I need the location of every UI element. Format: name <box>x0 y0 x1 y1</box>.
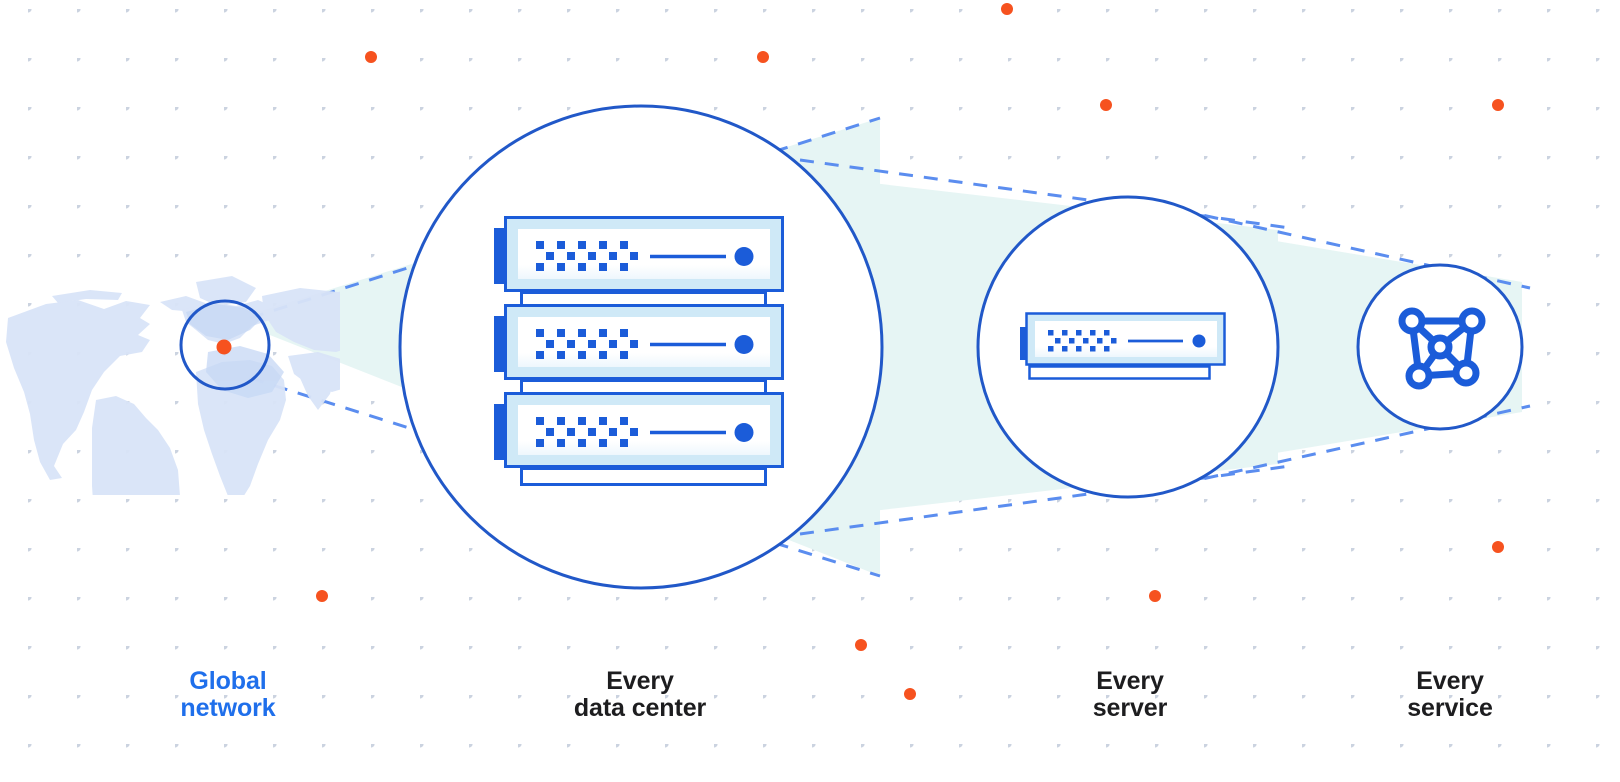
global-network-circle <box>179 299 271 391</box>
accent-dot <box>1492 541 1504 553</box>
graph-node <box>1452 359 1480 387</box>
server-unit <box>494 392 784 468</box>
single-server-icon <box>1020 312 1226 380</box>
rack-base <box>1028 365 1211 380</box>
graph-node <box>1458 307 1486 335</box>
accent-dots-group <box>316 3 1504 700</box>
server-led-matrix <box>1048 330 1117 352</box>
accent-dot <box>1001 3 1013 15</box>
accent-dot <box>904 688 916 700</box>
accent-dot <box>1100 99 1112 111</box>
server-led-matrix <box>536 329 638 359</box>
label-every-server-line2: server <box>1092 694 1168 722</box>
graph-node <box>1427 334 1453 360</box>
server-led-matrix <box>536 241 638 271</box>
server-status-dot <box>734 247 754 266</box>
label-every-service-line1: Every <box>1416 667 1484 695</box>
accent-dot <box>855 639 867 651</box>
server-status-dot <box>734 335 754 354</box>
cone-edge <box>1179 208 1531 290</box>
world-map-icon <box>6 276 340 495</box>
server-status-dot <box>1192 334 1206 348</box>
accent-dot <box>1492 99 1504 111</box>
label-every-service-line2: service <box>1407 694 1493 722</box>
accent-dot <box>316 590 328 602</box>
accent-dot <box>1149 590 1161 602</box>
datacenter-location-pin <box>216 339 232 355</box>
server-led-matrix <box>536 417 638 447</box>
accent-dot <box>365 51 377 63</box>
rack-base <box>520 467 767 486</box>
network-graph-icon <box>1398 307 1486 390</box>
server-status-dot <box>734 423 754 442</box>
label-global-network-line1: Global <box>189 667 267 695</box>
server-unit <box>494 216 784 292</box>
label-every-server-line1: Every <box>1096 667 1164 695</box>
graph-node <box>1405 362 1433 390</box>
cone-edge <box>1179 404 1531 486</box>
label-every-data-center-line2: data center <box>573 694 707 722</box>
label-every-data-center-line1: Every <box>606 667 674 695</box>
graph-node <box>1398 307 1426 335</box>
label-global-network-line2: network <box>180 694 276 722</box>
server-rack-icon <box>494 216 784 486</box>
accent-dot <box>757 51 769 63</box>
server-unit <box>494 304 784 380</box>
